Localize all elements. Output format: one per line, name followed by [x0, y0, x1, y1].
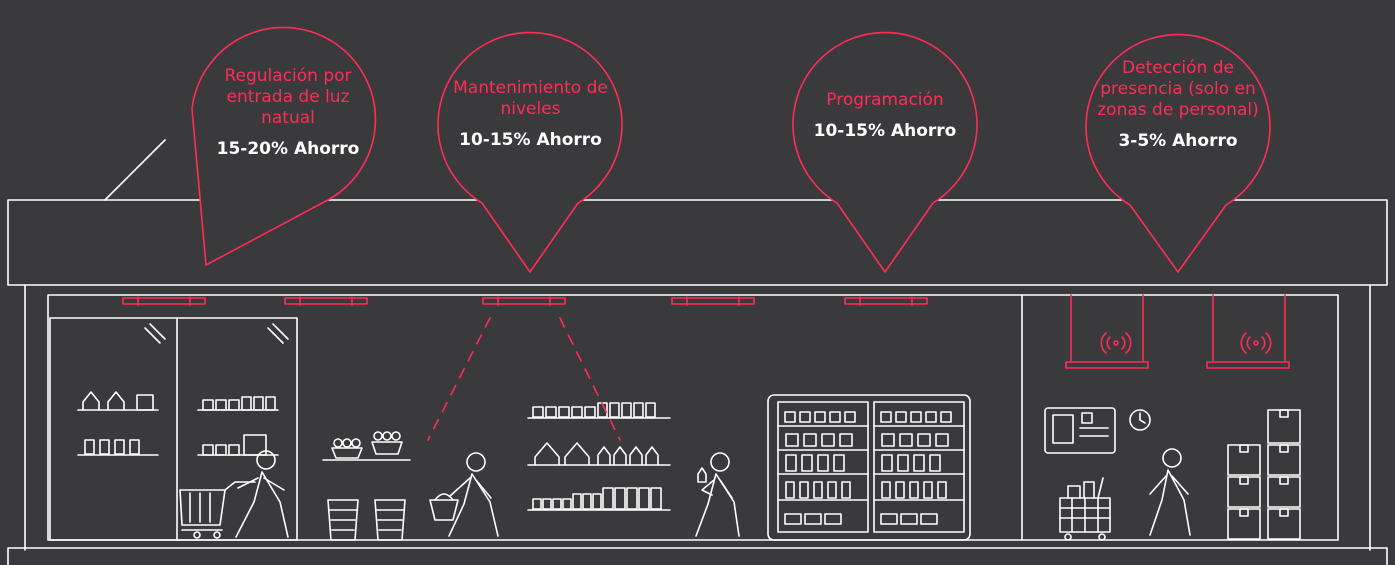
refrigerator-icon [767, 394, 971, 541]
boxes-icon [1227, 409, 1301, 540]
shopper-icon [235, 450, 289, 538]
shopping-basket-icon [429, 452, 499, 537]
callout-1-text: Regulación por entrada de luz natual 15-… [198, 66, 378, 159]
building-outline [7, 139, 1388, 565]
callout-bubble-3 [792, 31, 978, 273]
light-beam [427, 317, 621, 441]
center-shelves [527, 402, 671, 511]
callout-1-saving: 15-20% Ahorro [216, 139, 360, 159]
produce-stands [322, 431, 411, 541]
callout-bubble-2 [437, 31, 623, 273]
shopper-icon [1149, 448, 1191, 536]
light-fixture-icon [122, 294, 1290, 369]
control-panel-icon [1044, 407, 1116, 454]
callout-4-title: Detección de presencia (solo en zonas de… [1097, 58, 1259, 120]
callout-4-saving: 3-5% Ahorro [1118, 131, 1238, 151]
shopper-icon [695, 452, 740, 537]
callout-2-saving: 10-15% Ahorro [459, 130, 602, 150]
callout-3-saving: 10-15% Ahorro [813, 121, 957, 141]
display-cabinets [49, 317, 298, 541]
callout-3-title: Programación [826, 90, 944, 110]
clock-icon [1129, 409, 1151, 431]
shopping-cart-icon [179, 481, 256, 539]
callout-3-text: Programación 10-15% Ahorro [795, 90, 975, 141]
callout-4-text: Detección de presencia (solo en zonas de… [1093, 58, 1263, 151]
presence-sensor-icon [1100, 332, 1272, 354]
shopping-cart-icon [1059, 477, 1111, 541]
callout-bubble-1 [191, 26, 377, 266]
callout-1-title: Regulación por entrada de luz natual [224, 66, 352, 128]
callout-2-text: Mantenimiento de niveles 10-15% Ahorro [443, 78, 618, 150]
callout-2-title: Mantenimiento de niveles [453, 78, 608, 119]
callout-bubble-4 [1085, 33, 1271, 273]
